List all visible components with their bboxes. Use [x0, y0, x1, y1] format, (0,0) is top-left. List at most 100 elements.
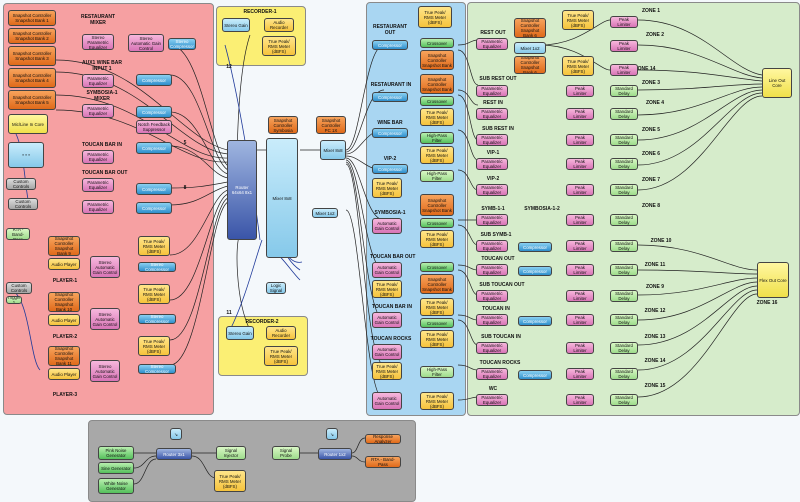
- rest-in-zone-delay[interactable]: Standard Delay: [610, 108, 638, 120]
- recorder2-true-peak[interactable]: True Peak/ RMS Meter (dBFS): [264, 346, 298, 366]
- symbosia1-crossover[interactable]: Crossover: [420, 218, 454, 228]
- rest-in-zone-peq[interactable]: Parametric Equalizer: [476, 108, 508, 120]
- toucan-out-peq-2[interactable]: Parametric Equalizer: [82, 200, 114, 214]
- snapshot-bank-2[interactable]: Snapshot Controller Snapshot Bank 2: [8, 28, 56, 44]
- toucan-out-compressor[interactable]: Compressor: [136, 183, 172, 195]
- player1-audio-player[interactable]: Audio Player: [48, 258, 80, 270]
- symb11-delay[interactable]: Standard Delay: [610, 214, 638, 226]
- toucan-in-crossover[interactable]: Crossover: [420, 318, 454, 328]
- bottom-true-peak[interactable]: True Peak/ RMS Meter (dBFS): [214, 470, 246, 492]
- player2-compressor[interactable]: Stereo Compressor: [138, 314, 176, 324]
- signal-probe[interactable]: Signal Probe: [272, 446, 300, 460]
- router-3x1-icon[interactable]: ↘: [170, 428, 182, 440]
- rest-in-snapshot[interactable]: Snapshot Controller Snapshot Bank: [420, 74, 454, 94]
- rta-band-pass-left[interactable]: RTA - Band-Pass: [6, 228, 30, 240]
- symbosia-compressor[interactable]: Compressor: [136, 106, 172, 118]
- stereo-parametric-equalizer[interactable]: Stereo Parametric Equalizer: [82, 34, 114, 50]
- aux-compressor[interactable]: Compressor: [136, 74, 172, 86]
- toucan-out-agc[interactable]: Automatic Gain Control: [372, 262, 402, 278]
- toucan-rocks-zone-delay[interactable]: Standard Delay: [610, 368, 638, 380]
- sub-toucan-out-peq[interactable]: Parametric Equalizer: [476, 290, 508, 302]
- vip1-zone-delay[interactable]: Standard Delay: [610, 158, 638, 170]
- aux-peq[interactable]: Parametric Equalizer: [82, 74, 114, 88]
- vip2-true-peak[interactable]: True Peak/ RMS Meter (dBFS): [372, 178, 402, 198]
- vip2-hp-filter[interactable]: High-Pass Filter: [420, 170, 454, 182]
- zone-true-peak-1[interactable]: True Peak/ RMS Meter (dBFS): [562, 10, 594, 30]
- rest-out-compressor[interactable]: Compressor: [372, 40, 408, 50]
- custom-controls-1[interactable]: Custom Controls: [6, 178, 36, 190]
- symbosia-peq[interactable]: Parametric Equalizer: [82, 104, 114, 118]
- vip1-zone-peq[interactable]: Parametric Equalizer: [476, 158, 508, 170]
- toucan-in-zone-peq[interactable]: Parametric Equalizer: [476, 314, 508, 326]
- toucan-out-zone-peak[interactable]: Peak Limiter: [566, 264, 594, 276]
- sub-rest-out-delay[interactable]: Standard Delay: [610, 85, 638, 97]
- notch-feedback-suppressor[interactable]: Notch Feedback Suppressor: [136, 120, 172, 134]
- player2-audio-player[interactable]: Audio Player: [48, 314, 80, 326]
- response-analyzer[interactable]: Response Analyzer: [365, 434, 401, 444]
- toucan-rocks-agc[interactable]: Automatic Gain Control: [372, 344, 402, 360]
- toucan-in-true-peak-mid-2[interactable]: True Peak/ RMS Meter (dBFS): [420, 330, 454, 348]
- sub-toucan-out-peak[interactable]: Peak Limiter: [566, 290, 594, 302]
- rest-in-crossover[interactable]: Crossover: [420, 96, 454, 106]
- mixer-1x2-center[interactable]: Mixer 1x2: [312, 208, 338, 218]
- wc-true-peak[interactable]: True Peak/ RMS Meter (dBFS): [420, 392, 454, 410]
- sub-rest-out-peak[interactable]: Peak Limiter: [566, 85, 594, 97]
- vip2-zone-peak[interactable]: Peak Limiter: [566, 184, 594, 196]
- vip2-zone-delay[interactable]: Standard Delay: [610, 184, 638, 196]
- vip1-zone-peak[interactable]: Peak Limiter: [566, 158, 594, 170]
- rest-out-zone-peq[interactable]: Parametric Equalizer: [476, 38, 508, 50]
- sub-toucan-in-peak[interactable]: Peak Limiter: [566, 342, 594, 354]
- snapshot-controller-pc[interactable]: Snapshot Controller PC 1X: [316, 116, 346, 134]
- toucan-rocks-hp-filter[interactable]: High-Pass Filter: [420, 366, 454, 378]
- player1-compressor[interactable]: Stereo Compressor: [138, 262, 176, 272]
- wine-bar-compressor[interactable]: Compressor: [372, 128, 408, 138]
- toucan-in-zone-delay[interactable]: Standard Delay: [610, 314, 638, 326]
- symb11-peq[interactable]: Parametric Equalizer: [476, 214, 508, 226]
- snapshot-bank-5[interactable]: Snapshot Controller Snapshot Bank 5: [8, 90, 56, 110]
- snapshot-controller-symbosia[interactable]: Snapshot Controller Symbosia: [268, 116, 298, 134]
- snapshot-bank-3[interactable]: Snapshot Controller Snapshot Bank 3: [8, 46, 56, 66]
- toucan-out-true-peak-mid[interactable]: True Peak/ RMS Meter (dBFS): [372, 280, 402, 298]
- custom-controls-2[interactable]: Custom Controls: [8, 198, 38, 210]
- snapshot-bank-11[interactable]: Snapshot Controller Snapshot Bank 11: [48, 346, 80, 366]
- mixer-8x8-small[interactable]: Mixer 8x8: [320, 140, 346, 160]
- vip2-zone-peq[interactable]: Parametric Equalizer: [476, 184, 508, 196]
- toucan-rocks-zone-compressor[interactable]: Compressor: [518, 370, 552, 380]
- rta-band-pass-bottom[interactable]: RTA - Band-Pass: [365, 456, 401, 468]
- player3-stereo-agc[interactable]: Stereo Automatic Gain Control: [90, 360, 120, 382]
- sub-toucan-in-delay[interactable]: Standard Delay: [610, 342, 638, 354]
- zone-true-peak-2[interactable]: True Peak/ RMS Meter (dBFS): [562, 56, 594, 76]
- zone1-peak-limiter[interactable]: Peak Limiter: [610, 16, 638, 28]
- stereo-agc[interactable]: Stereo Automatic Gain Control: [128, 34, 164, 52]
- router-1x2[interactable]: Router 1x2: [318, 448, 352, 460]
- symbosia1-agc[interactable]: Automatic Gain Control: [372, 218, 402, 234]
- toucan-in-compressor[interactable]: Compressor: [136, 142, 172, 154]
- line-out-core[interactable]: Line Out Core: [762, 68, 792, 98]
- symbosia1-snapshot[interactable]: Snapshot Controller Snapshot Bank: [420, 194, 454, 216]
- player3-true-peak[interactable]: True Peak/ RMS Meter (dBFS): [138, 336, 170, 356]
- snapshot-bank-10[interactable]: Snapshot Controller Snapshot Bank 10: [48, 292, 80, 312]
- zone14-peak-limiter[interactable]: Peak Limiter: [610, 64, 638, 76]
- toucan-in-true-peak-mid[interactable]: True Peak/ RMS Meter (dBFS): [420, 298, 454, 316]
- toucan-rocks-zone-peak[interactable]: Peak Limiter: [566, 368, 594, 380]
- sub-symb1-peak[interactable]: Peak Limiter: [566, 240, 594, 252]
- sub-symb1-compressor[interactable]: Compressor: [518, 242, 552, 252]
- sub-toucan-in-peq[interactable]: Parametric Equalizer: [476, 342, 508, 354]
- snapshot-bank-4[interactable]: Snapshot Controller Snapshot Bank 4: [8, 68, 56, 88]
- sub-rest-in-delay[interactable]: Standard Delay: [610, 134, 638, 146]
- sub-rest-in-peak[interactable]: Peak Limiter: [566, 134, 594, 146]
- zone-snapshot-bank-6[interactable]: Snapshot Controller Snapshot Bank 6: [514, 18, 546, 38]
- snapshot-bank-1[interactable]: Snapshot Controller Snapshot Bank 1: [8, 10, 56, 26]
- toucan-out-peq[interactable]: Parametric Equalizer: [82, 178, 114, 192]
- router-1x2-icon[interactable]: ↘: [326, 428, 338, 440]
- player2-true-peak[interactable]: True Peak/ RMS Meter (dBFS): [138, 284, 170, 304]
- rest-in-true-peak[interactable]: True Peak/ RMS Meter (dBFS): [420, 108, 454, 126]
- rest-out-true-peak[interactable]: True Peak/ RMS Meter (dBFS): [418, 6, 452, 28]
- vip2-compressor[interactable]: Compressor: [372, 164, 408, 174]
- player3-compressor[interactable]: Stereo Compressor: [138, 364, 176, 374]
- toucan-rocks-zone-peq[interactable]: Parametric Equalizer: [476, 368, 508, 380]
- toucan-in-zone-compressor[interactable]: Compressor: [518, 316, 552, 326]
- sub-symb1-peq[interactable]: Parametric Equalizer: [476, 240, 508, 252]
- white-noise-generator[interactable]: White Noise Generator: [98, 478, 134, 494]
- toucan-in-agc[interactable]: Automatic Gain Control: [372, 312, 402, 328]
